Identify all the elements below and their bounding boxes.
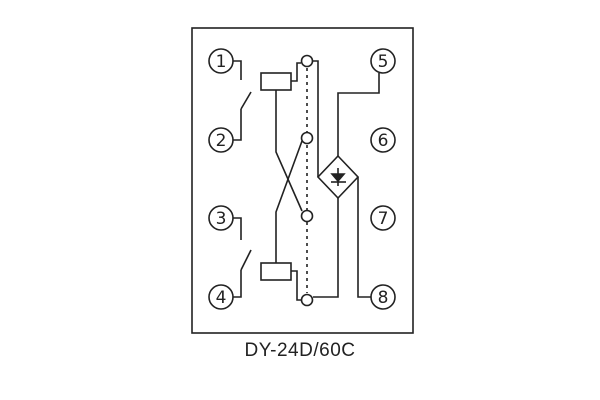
contact-1-2-blade [240,91,252,110]
bridge-left-wire [313,60,319,177]
bridge-to-terminal-5-wire [337,73,380,156]
terminal-5-circle [370,48,396,74]
node-top [300,54,314,68]
contact-1-lead [233,60,242,80]
relay-housing-frame [191,27,414,334]
model-caption: DY-24D/60C [244,340,356,361]
lower-coil [260,262,292,281]
lower-coil-up-wire [275,140,303,263]
terminal-1-label: 1 [216,52,227,72]
contact-2-lead [233,109,242,141]
upper-coil [260,72,292,91]
terminal-7-label: 7 [378,209,389,229]
terminal-2-label: 2 [216,131,227,151]
node-bottom [300,293,314,307]
diode-triangle [330,173,346,183]
terminal-6-label: 6 [378,131,389,151]
terminal-6-circle [370,127,396,153]
node-upper-mid [300,131,314,145]
upper-coil-down-wire [275,90,303,212]
terminal-8-label: 8 [378,288,389,308]
terminal-7-circle [370,205,396,231]
bridge-right-wire [357,177,371,298]
bridge-bottom-wire [313,198,339,298]
contact-3-4-blade [240,249,252,271]
upper-coil-to-node-wire [291,62,301,82]
terminal-4-label: 4 [216,288,227,308]
lower-coil-to-node-wire [291,270,301,301]
contact-4-lead [233,270,242,298]
terminal-5-label: 5 [378,52,389,72]
terminal-3-label: 3 [216,209,227,229]
contact-3-lead [233,217,242,240]
node-lower-mid [300,209,314,223]
